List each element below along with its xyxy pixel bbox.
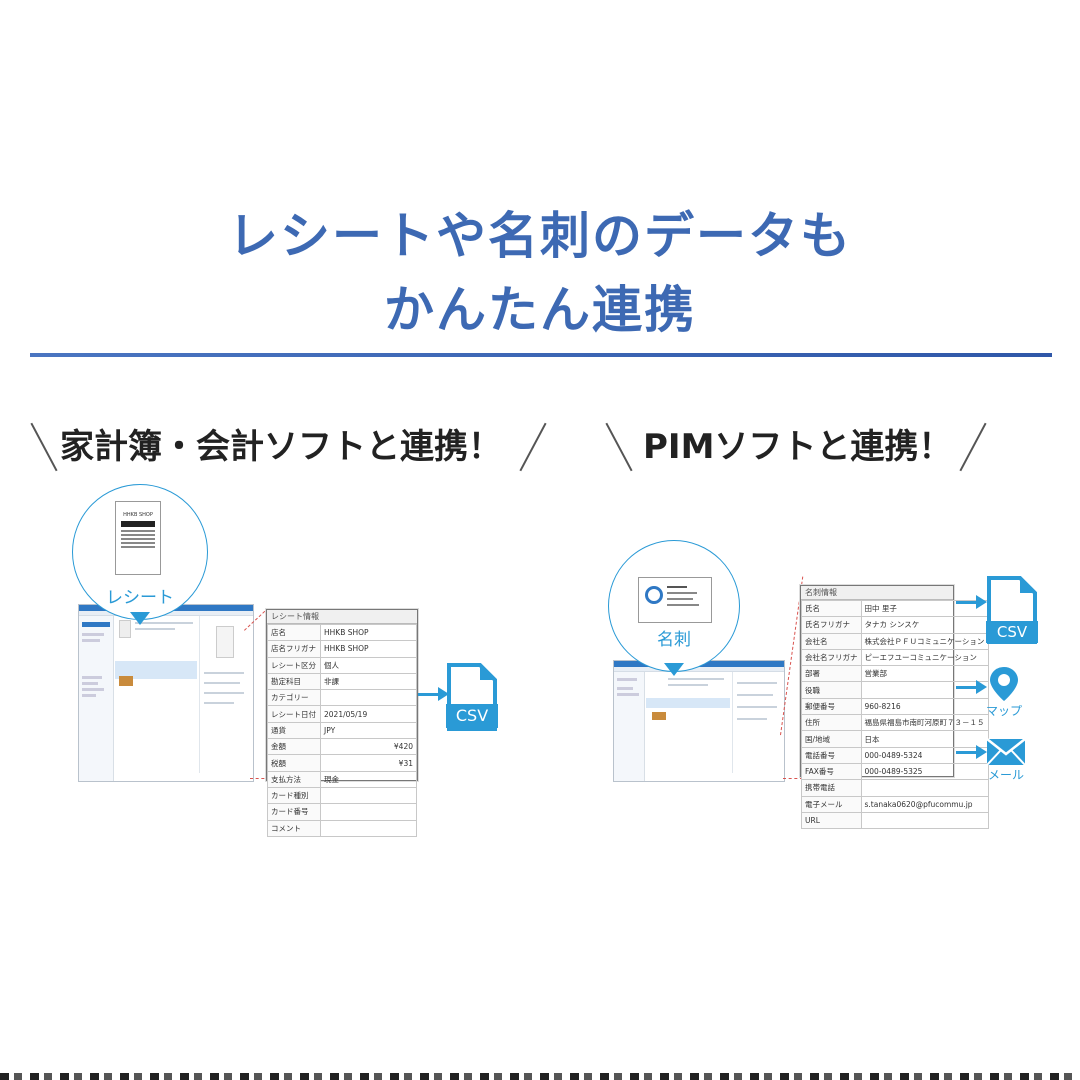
table-row: 部署営業部: [801, 665, 989, 683]
csv-label: CSV: [996, 623, 1028, 641]
right-section-title: PIMソフトと連携！: [643, 427, 953, 467]
receipt-thumbnail: HHKB SHOP: [115, 501, 161, 575]
table-row: カテゴリー: [267, 689, 417, 707]
right-title-close-slash: [959, 422, 987, 472]
receipt-detail-pane: [199, 616, 252, 773]
receipt-circle-label: レシート: [106, 588, 174, 608]
table-row: カード番号: [267, 803, 417, 821]
table-row: 勘定科目非課: [267, 672, 417, 691]
app-sidebar: [614, 672, 645, 781]
card-zoom-circle: 名刺: [608, 540, 740, 672]
csv-file-icon: CSV: [986, 575, 1038, 645]
table-row: 会社名株式会社ＰＦＵコミュニケーション: [801, 632, 989, 650]
table-row: 金額¥420: [267, 738, 417, 756]
table-row: 携帯電話: [801, 779, 989, 797]
map-export-arrow: [956, 680, 987, 694]
mail-export-arrow: [956, 745, 987, 759]
card-info-panel: 名刺情報 氏名田中 里子 氏名フリガナタナカ シンスケ 会社名株式会社ＰＦＵコミ…: [800, 585, 989, 830]
table-row: URL: [801, 811, 989, 830]
left-section-title: 家計簿・会計ソフトと連携！: [60, 427, 502, 467]
receipt-pointer: [130, 612, 150, 625]
left-title-open-slash: [30, 422, 58, 472]
table-row: 氏名フリガナタナカ シンスケ: [801, 616, 989, 634]
table-row: 支払方法現金: [267, 770, 417, 788]
table-row: 国/地域日本: [801, 730, 989, 748]
card-pointer: [664, 663, 684, 676]
csv-label: CSV: [455, 706, 489, 725]
card-panel-title: 名刺情報: [801, 586, 953, 600]
card-app-window: [613, 660, 785, 782]
table-row: コメント: [267, 819, 417, 837]
app-sidebar: [79, 616, 114, 781]
card-info-table: 氏名田中 里子 氏名フリガナタナカ シンスケ 会社名株式会社ＰＦＵコミュニケーシ…: [801, 599, 989, 830]
table-row: 会社名フリガナピーエフユーコミュニケーション: [801, 648, 989, 667]
table-row: 税額¥31: [267, 754, 417, 772]
headline-line2: かんたん連携: [384, 281, 696, 339]
receipt-panel-title: レシート情報: [267, 610, 417, 624]
table-row: レシート区分個人: [267, 656, 417, 674]
headline-divider: [30, 353, 1052, 357]
receipt-app-window: [78, 604, 254, 782]
card-list: [646, 672, 730, 773]
table-row: 役職: [801, 681, 989, 699]
map-label: マップ: [985, 704, 1022, 718]
mail-label: メール: [987, 768, 1024, 782]
bottom-edge-stripe: [0, 1073, 1080, 1080]
map-pin-icon: [988, 666, 1020, 702]
headline-line1: レシートや名刺のデータも: [228, 207, 852, 265]
mail-envelope-icon: [986, 738, 1026, 766]
table-row: 住所福島県福島市南町河原町７３－１５: [801, 714, 989, 732]
business-card-thumbnail: [638, 577, 712, 623]
csv-file-icon: CSV: [446, 662, 498, 732]
table-row: カード種別: [267, 786, 417, 805]
receipt-list: [115, 616, 197, 773]
receipt-export-arrow: [418, 687, 449, 701]
card-detail-pane: [732, 672, 783, 773]
receipt-zoom-circle: HHKB SHOP レシート: [72, 484, 208, 620]
csv-export-arrow: [956, 595, 987, 609]
left-title-close-slash: [519, 422, 547, 472]
card-circle-label: 名刺: [657, 630, 691, 650]
right-title-open-slash: [605, 422, 633, 472]
